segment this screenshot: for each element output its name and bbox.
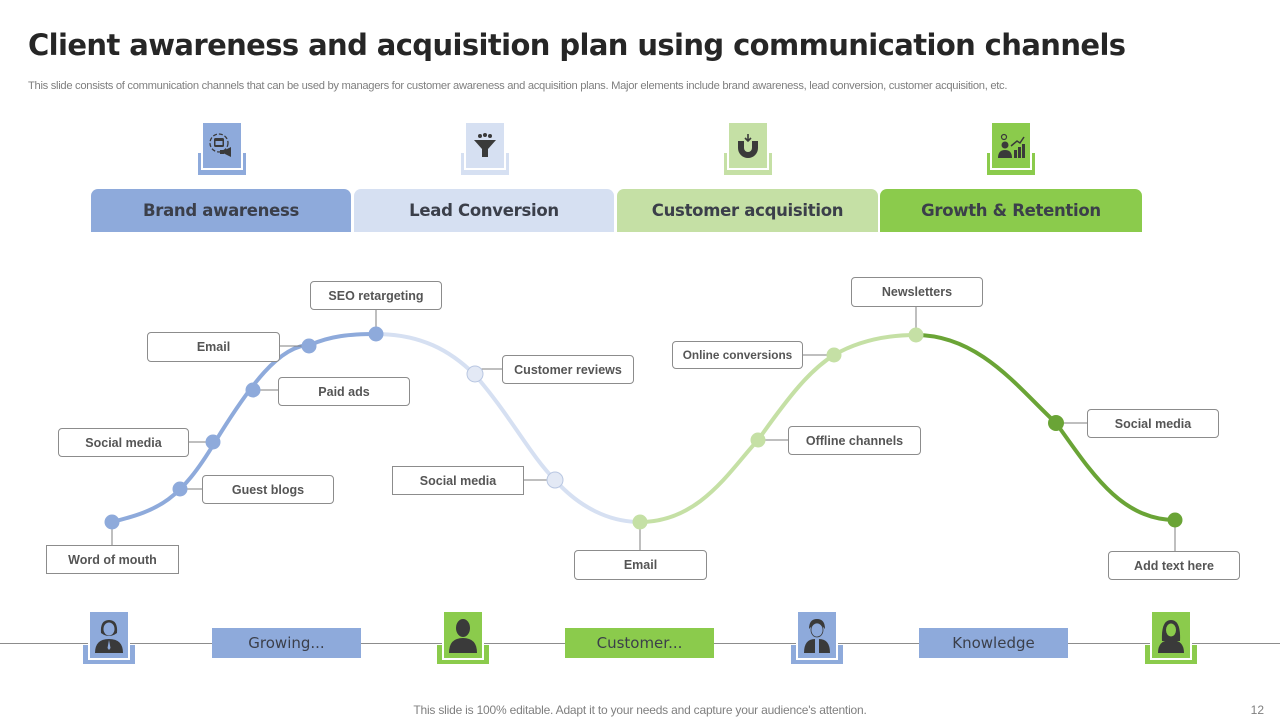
footer-note: This slide is 100% editable. Adapt it to…: [413, 703, 867, 717]
page-number: 12: [1250, 703, 1264, 717]
curve-point: [368, 326, 384, 342]
curve-segment-lead-conversion: [375, 332, 641, 524]
student-user-icon: [804, 619, 830, 653]
channel-social-media-lead[interactable]: Social media: [392, 466, 524, 495]
channel-guest-blogs[interactable]: Guest blogs: [202, 475, 334, 504]
curve-point: [301, 338, 317, 354]
curve-point: [172, 481, 188, 497]
male-user-icon: [449, 619, 477, 653]
megaphone-monitor-icon: [209, 132, 231, 157]
curve-point: [1167, 512, 1183, 528]
channel-social-media-growth[interactable]: Social media: [1087, 409, 1219, 438]
timeline-box-customer[interactable]: Customer...: [565, 628, 714, 658]
curve-point: [104, 514, 120, 530]
tab-customer-acquisition[interactable]: Customer acquisition: [617, 189, 878, 232]
curve-segment-customer-acquisition: [639, 333, 917, 524]
curve-point: [1048, 415, 1064, 431]
channel-online-conversions[interactable]: Online conversions: [672, 341, 803, 369]
channel-word-of-mouth[interactable]: Word of mouth: [46, 545, 179, 574]
magnet-people-icon: [738, 133, 758, 158]
person-growth-chart-icon: [998, 133, 1025, 158]
tab-lead-conversion[interactable]: Lead Conversion: [354, 189, 614, 232]
curve-point: [205, 434, 221, 450]
timeline-person-3: [791, 612, 843, 664]
channel-add-text-here[interactable]: Add text here: [1108, 551, 1240, 580]
channel-customer-reviews[interactable]: Customer reviews: [502, 355, 634, 384]
channel-offline-channels[interactable]: Offline channels: [788, 426, 921, 455]
timeline-person-4: [1145, 612, 1197, 664]
channel-paid-ads[interactable]: Paid ads: [278, 377, 410, 406]
tab-growth-retention[interactable]: Growth & Retention: [880, 189, 1142, 232]
curve-point: [826, 347, 842, 363]
channel-email-acquisition[interactable]: Email: [574, 550, 707, 580]
hijab-user-icon: [1158, 620, 1184, 653]
channel-social-media-brand[interactable]: Social media: [58, 428, 189, 457]
slide-subtitle: This slide consists of communication cha…: [28, 80, 1008, 92]
slide-title: Client awareness and acquisition plan us…: [28, 28, 1126, 62]
curve-point: [245, 382, 261, 398]
timeline-box-knowledge[interactable]: Knowledge: [919, 628, 1068, 658]
phase-icon-customer-acquisition: [724, 123, 772, 175]
curve-point: [750, 432, 766, 448]
phase-icon-brand-awareness: [198, 123, 246, 175]
curve-point: [546, 471, 564, 489]
tab-brand-awareness[interactable]: Brand awareness: [91, 189, 351, 232]
channel-seo-retargeting[interactable]: SEO retargeting: [310, 281, 442, 310]
timeline-box-growing[interactable]: Growing...: [212, 628, 361, 658]
phase-icon-lead-conversion: [461, 123, 509, 175]
female-user-icon: [95, 620, 123, 653]
curve-point: [908, 327, 924, 343]
timeline-person-2: [437, 612, 489, 664]
channel-newsletters[interactable]: Newsletters: [851, 277, 983, 307]
funnel-people-icon: [474, 132, 496, 157]
channel-email-brand[interactable]: Email: [147, 332, 280, 362]
curve-point: [632, 514, 648, 530]
curve-point: [466, 365, 484, 383]
timeline-person-1: [83, 612, 135, 664]
phase-icon-growth-retention: [987, 123, 1035, 175]
